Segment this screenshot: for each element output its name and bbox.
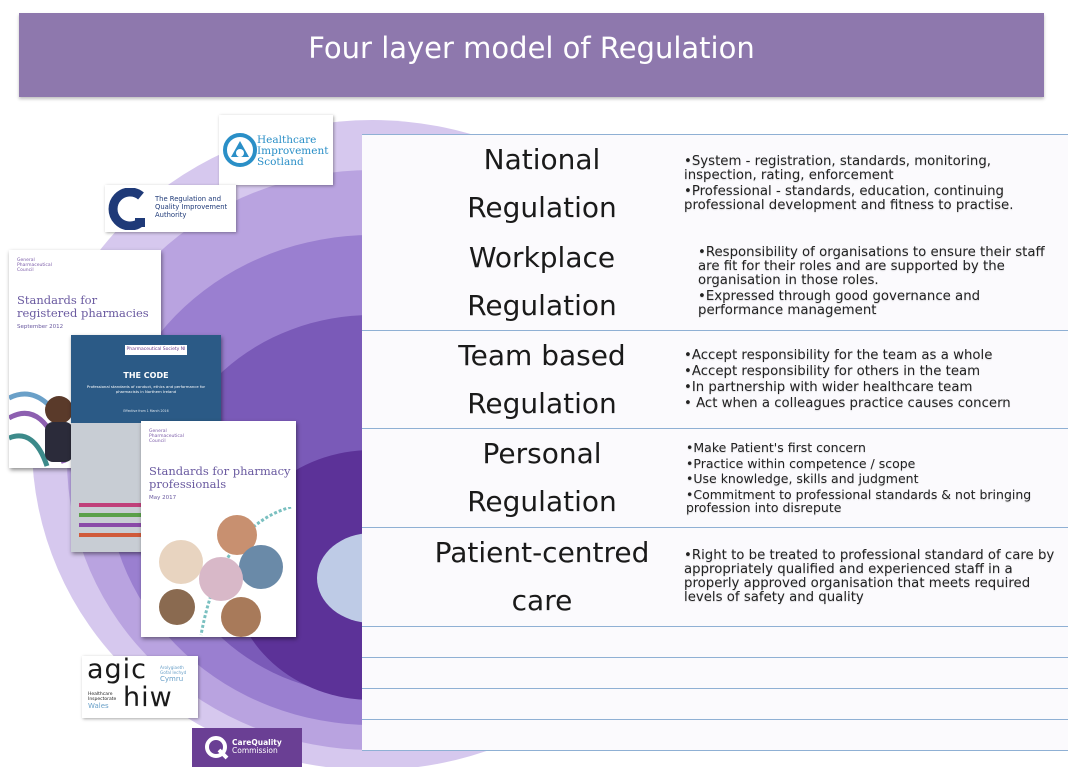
layer-title-line1: Team based	[458, 338, 626, 372]
layer-bullets: •Right to be treated to professional sta…	[684, 528, 1064, 626]
page-title: Four layer model of Regulation	[308, 31, 755, 65]
bullet-item: •Expressed through good governance and p…	[698, 288, 981, 318]
cqc-line2: Commission	[232, 746, 278, 755]
bullet-item: • Act when a colleagues practice causes …	[684, 395, 1011, 411]
bullet-item: •In partnership with wider healthcare te…	[684, 379, 973, 395]
doc1-date: September 2012	[17, 324, 64, 330]
rqia-logo: The Regulation and Quality Improvement A…	[105, 185, 236, 232]
layer-title: Personal Regulation	[362, 429, 722, 527]
bullet-item: •Accept responsibility for others in the…	[684, 363, 981, 379]
doc3-photo-collage-icon	[159, 507, 292, 637]
bullet-item: •Responsibility of organisations to ensu…	[698, 244, 1045, 288]
hiw-en-line3: Wales	[88, 702, 109, 711]
layer-bullets: •System - registration, standards, monit…	[684, 135, 1064, 233]
layer-title: Patient-centred care	[362, 528, 722, 626]
layer-row-workplace: Workplace Regulation •Responsibility of …	[362, 233, 1068, 331]
his-emblem-icon	[223, 133, 257, 167]
cqc-line1: CareQuality	[232, 738, 282, 747]
rqia-line3: Authority	[155, 211, 187, 219]
layer-title: Team based Regulation	[362, 331, 722, 428]
doc3-date: May 2017	[149, 495, 177, 501]
bullet-item: •Professional - standards, education, co…	[684, 184, 1014, 213]
doc2-title: THE CODE	[123, 371, 169, 380]
his-line3: Scotland	[257, 156, 304, 168]
layer-title: National Regulation	[362, 135, 722, 233]
layer-bullets: •Responsibility of organisations to ensu…	[698, 233, 1064, 330]
layer-row-team: Team based Regulation •Accept responsibi…	[362, 331, 1068, 429]
bullet-item: •Practice within competence / scope	[686, 455, 916, 471]
rqia-line2: Quality Improvement	[155, 203, 228, 211]
hiw-welsh-line2: Gofal Iechyd	[160, 670, 187, 675]
his-line2: Improvement	[257, 145, 329, 157]
rqia-line1: The Regulation and	[155, 195, 222, 203]
layer-title-line2: Regulation	[467, 288, 617, 322]
doc3-title: Standards for pharmacy professionals	[149, 464, 291, 491]
rqia-emblem-icon	[108, 188, 145, 230]
doc2-date: Effective from 1 March 2016	[123, 409, 169, 413]
title-banner: Four layer model of Regulation	[19, 13, 1044, 97]
bullet-item: •Make Patient's first concern	[686, 440, 866, 456]
doc2-sub: Professional standards of conduct, ethic…	[86, 384, 206, 394]
hiw-main-2: hiw	[123, 682, 173, 713]
empty-row	[362, 720, 1068, 751]
hiw-en-line1: Healthcare	[88, 692, 113, 697]
hiw-welsh-line1: Arolygiaeth	[160, 665, 184, 670]
doc1-title: Standards for registered pharmacies	[17, 293, 149, 320]
hiw-main-1: agic	[87, 654, 148, 685]
empty-row	[362, 627, 1068, 658]
bullet-item: •Right to be treated to professional sta…	[684, 548, 1055, 605]
hiw-welsh-line3: Cymru	[160, 675, 184, 683]
bullet-item: •Accept responsibility for the team as a…	[684, 347, 993, 363]
layer-title-line2: Regulation	[467, 485, 617, 518]
layer-row-national: National Regulation •System - registrati…	[362, 134, 1068, 234]
doc-standards-pharmacy-professionals: General Pharmaceutical Council Standards…	[141, 421, 296, 637]
layer-title-line1: Patient-centred	[434, 536, 650, 569]
layer-row-patient-centred: Patient-centred care •Right to be treate…	[362, 528, 1068, 627]
empty-row	[362, 658, 1068, 689]
doc1-org: General Pharmaceutical Council	[17, 258, 52, 273]
layer-title-line1: Personal	[482, 437, 602, 470]
doc2-brand: Pharmaceutical Society NI	[125, 345, 187, 355]
layer-title: Workplace Regulation	[362, 233, 722, 330]
cqc-q-icon	[205, 736, 229, 760]
doc3-org: General Pharmaceutical Council	[149, 429, 184, 444]
hiw-en-line2: Inspectorate	[88, 697, 117, 703]
layer-title-line2: care	[511, 584, 573, 617]
bullet-item: •System - registration, standards, monit…	[684, 154, 992, 183]
layer-title-line1: National	[483, 143, 601, 176]
his-line1: Healthcare	[257, 134, 317, 146]
empty-row	[362, 689, 1068, 720]
layer-title-line2: Regulation	[467, 386, 617, 420]
his-logo: Healthcare Improvement Scotland	[219, 115, 333, 185]
layer-bullets: •Make Patient's first concern •Practice …	[686, 429, 1064, 527]
bullet-item: •Commitment to professional standards & …	[686, 486, 1032, 516]
layer-row-personal: Personal Regulation •Make Patient's firs…	[362, 429, 1068, 528]
hiw-logo: agic hiw Arolygiaeth Gofal Iechyd Cymru …	[82, 654, 198, 718]
cqc-logo: CareQuality Commission	[192, 728, 302, 767]
bullet-item: •Use knowledge, skills and judgment	[686, 471, 919, 487]
layer-bullets: •Accept responsibility for the team as a…	[684, 331, 1064, 428]
layer-title-line1: Workplace	[468, 240, 616, 274]
layer-title-line2: Regulation	[467, 191, 617, 224]
